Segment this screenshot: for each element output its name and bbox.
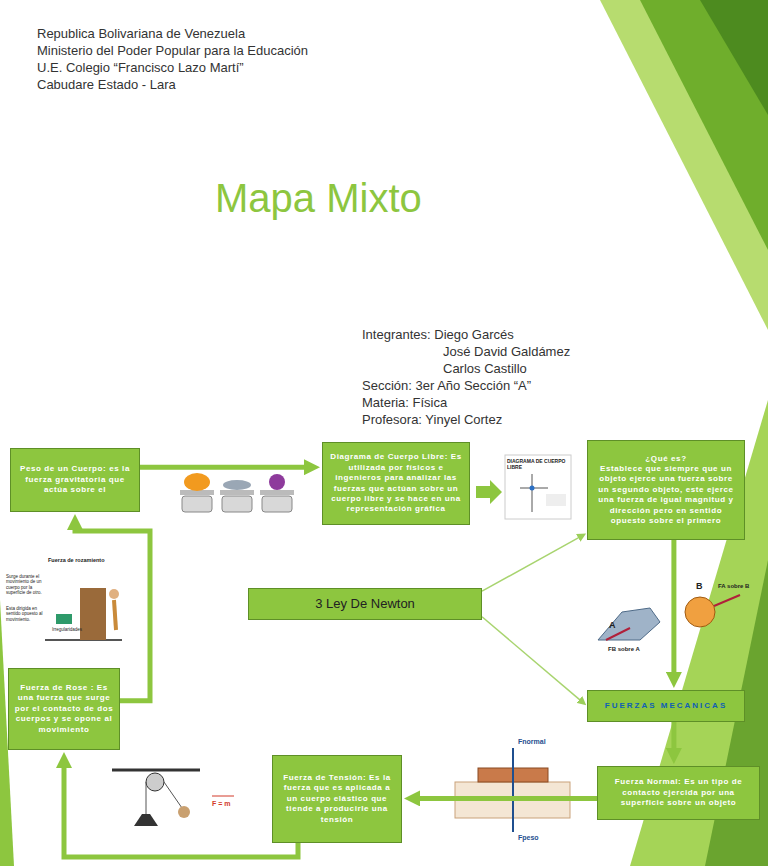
note-box [546, 494, 566, 506]
force-line [212, 796, 234, 797]
green-wedge [700, 0, 768, 115]
pulley-wheel [146, 773, 164, 791]
free-body-illustration [505, 455, 571, 519]
scale-plate [260, 490, 294, 495]
flow-arrow [64, 766, 298, 857]
author-line: Sección: 3er Año Sección “A” [362, 378, 531, 394]
header-line: Cabudare Estado - Lara [37, 77, 176, 93]
normal-vector [512, 748, 514, 775]
flow-arrow [140, 465, 306, 470]
flow-arrow [671, 540, 676, 674]
friction-illustration [45, 588, 122, 640]
force-arrow [714, 595, 740, 606]
ball [685, 597, 715, 627]
figure-label: Esta dirigida en sentido opuesto al movi… [6, 606, 46, 622]
scale-base [182, 496, 212, 512]
box-text: Fuerza de Rose : Es una fuerza que surge… [14, 683, 114, 735]
scale-load [184, 473, 210, 491]
scale-base [222, 496, 252, 512]
concept-box: Fuerza de Rose : Es una fuerza que surge… [8, 668, 120, 750]
author-line: Carlos Castillo [443, 361, 527, 377]
figure-frame [505, 455, 571, 519]
person-head [109, 589, 119, 599]
link-line [482, 617, 580, 700]
slide-title: Mapa Mixto [215, 176, 422, 221]
concept-box: Fuerza de Tensión: Es la fuerza que es a… [272, 755, 402, 843]
green-wedge [600, 0, 768, 330]
header-line: Republica Bolivariana de Venezuela [37, 26, 245, 42]
author-line: José David Galdámez [443, 344, 570, 360]
figure-label: FB sobre A [608, 646, 640, 653]
axis [532, 474, 533, 512]
author-line: Materia: Física [362, 395, 447, 411]
pulley-illustration [112, 770, 234, 826]
box-text: 3 Ley De Newton [315, 596, 415, 613]
figure-label: Fuerza de rozamiento [48, 557, 120, 564]
green-block-arrow [476, 480, 502, 504]
box-text: Fuerza Normal: Es un tipo de contacto ej… [603, 777, 754, 808]
pushed-block [80, 588, 106, 640]
concept-box: ¿Qué es?Establece que siempre que un obj… [587, 440, 745, 540]
figure-label: Fnormal [518, 738, 546, 746]
concept-box: Diagrama de Cuerpo Libre: Es utilizada p… [322, 442, 470, 525]
author-line: Profesora: Yinyel Cortez [362, 412, 502, 428]
support-beam [112, 769, 200, 772]
rope [146, 782, 147, 815]
figure-label: Surge durante el movimiento de un cuerpo… [6, 574, 46, 596]
central-topic-box: 3 Ley De Newton [248, 588, 482, 620]
category-box: FUERZAS MECANICAS [587, 690, 745, 722]
concept-box: Peso de un Cuerpo: es la fuerza gravitat… [10, 448, 140, 512]
concept-box: Fuerza Normal: Es un tipo de contacto ej… [597, 766, 760, 820]
box-text: Fuerza de Tensión: Es la fuerza que es a… [278, 773, 396, 825]
weight-vector [512, 775, 514, 832]
figure-label: DIAGRAMA DE CUERPO LIBRE [507, 458, 569, 470]
link-line [482, 537, 579, 591]
shoe [598, 608, 660, 640]
header-line: Ministerio del Poder Popular para la Edu… [37, 43, 308, 59]
scale-plate [220, 490, 254, 495]
normal-force-illustration [455, 748, 570, 832]
friction-arrow [56, 614, 72, 624]
box-text: Diagrama de Cuerpo Libre: Es utilizada p… [328, 452, 464, 514]
header-line: U.E. Colegio “Francisco Lazo Martí” [37, 60, 244, 76]
scale-base [262, 496, 292, 512]
author-line: Integrantes: Diego Garcés [362, 327, 514, 343]
box-text: FUERZAS MECANICAS [605, 701, 727, 711]
pulling-figure [178, 806, 190, 818]
box-text: Establece que siempre que un objeto ejer… [593, 464, 739, 526]
figure-label: B [696, 581, 703, 592]
figure-label: FA sobre B [718, 583, 749, 590]
scale-load [269, 474, 285, 490]
flow-arrow [418, 796, 597, 801]
kick-illustration [598, 595, 740, 640]
rope [164, 782, 182, 808]
scales-illustration [180, 473, 294, 512]
box-text: Peso de un Cuerpo: es la fuerza gravitat… [16, 464, 134, 495]
figure-label: F = m [212, 800, 230, 808]
scale-load [223, 480, 251, 490]
green-wedge [640, 0, 768, 250]
box-heading: ¿Qué es? [645, 454, 686, 464]
figure-label: A [609, 620, 616, 631]
hanging-weight [134, 814, 158, 826]
flow-arrow [671, 722, 676, 750]
figure-label: Fpeso [518, 834, 539, 842]
figure-label: Irregularidades [52, 627, 82, 632]
body-dot [530, 486, 535, 491]
person-body [114, 600, 116, 630]
